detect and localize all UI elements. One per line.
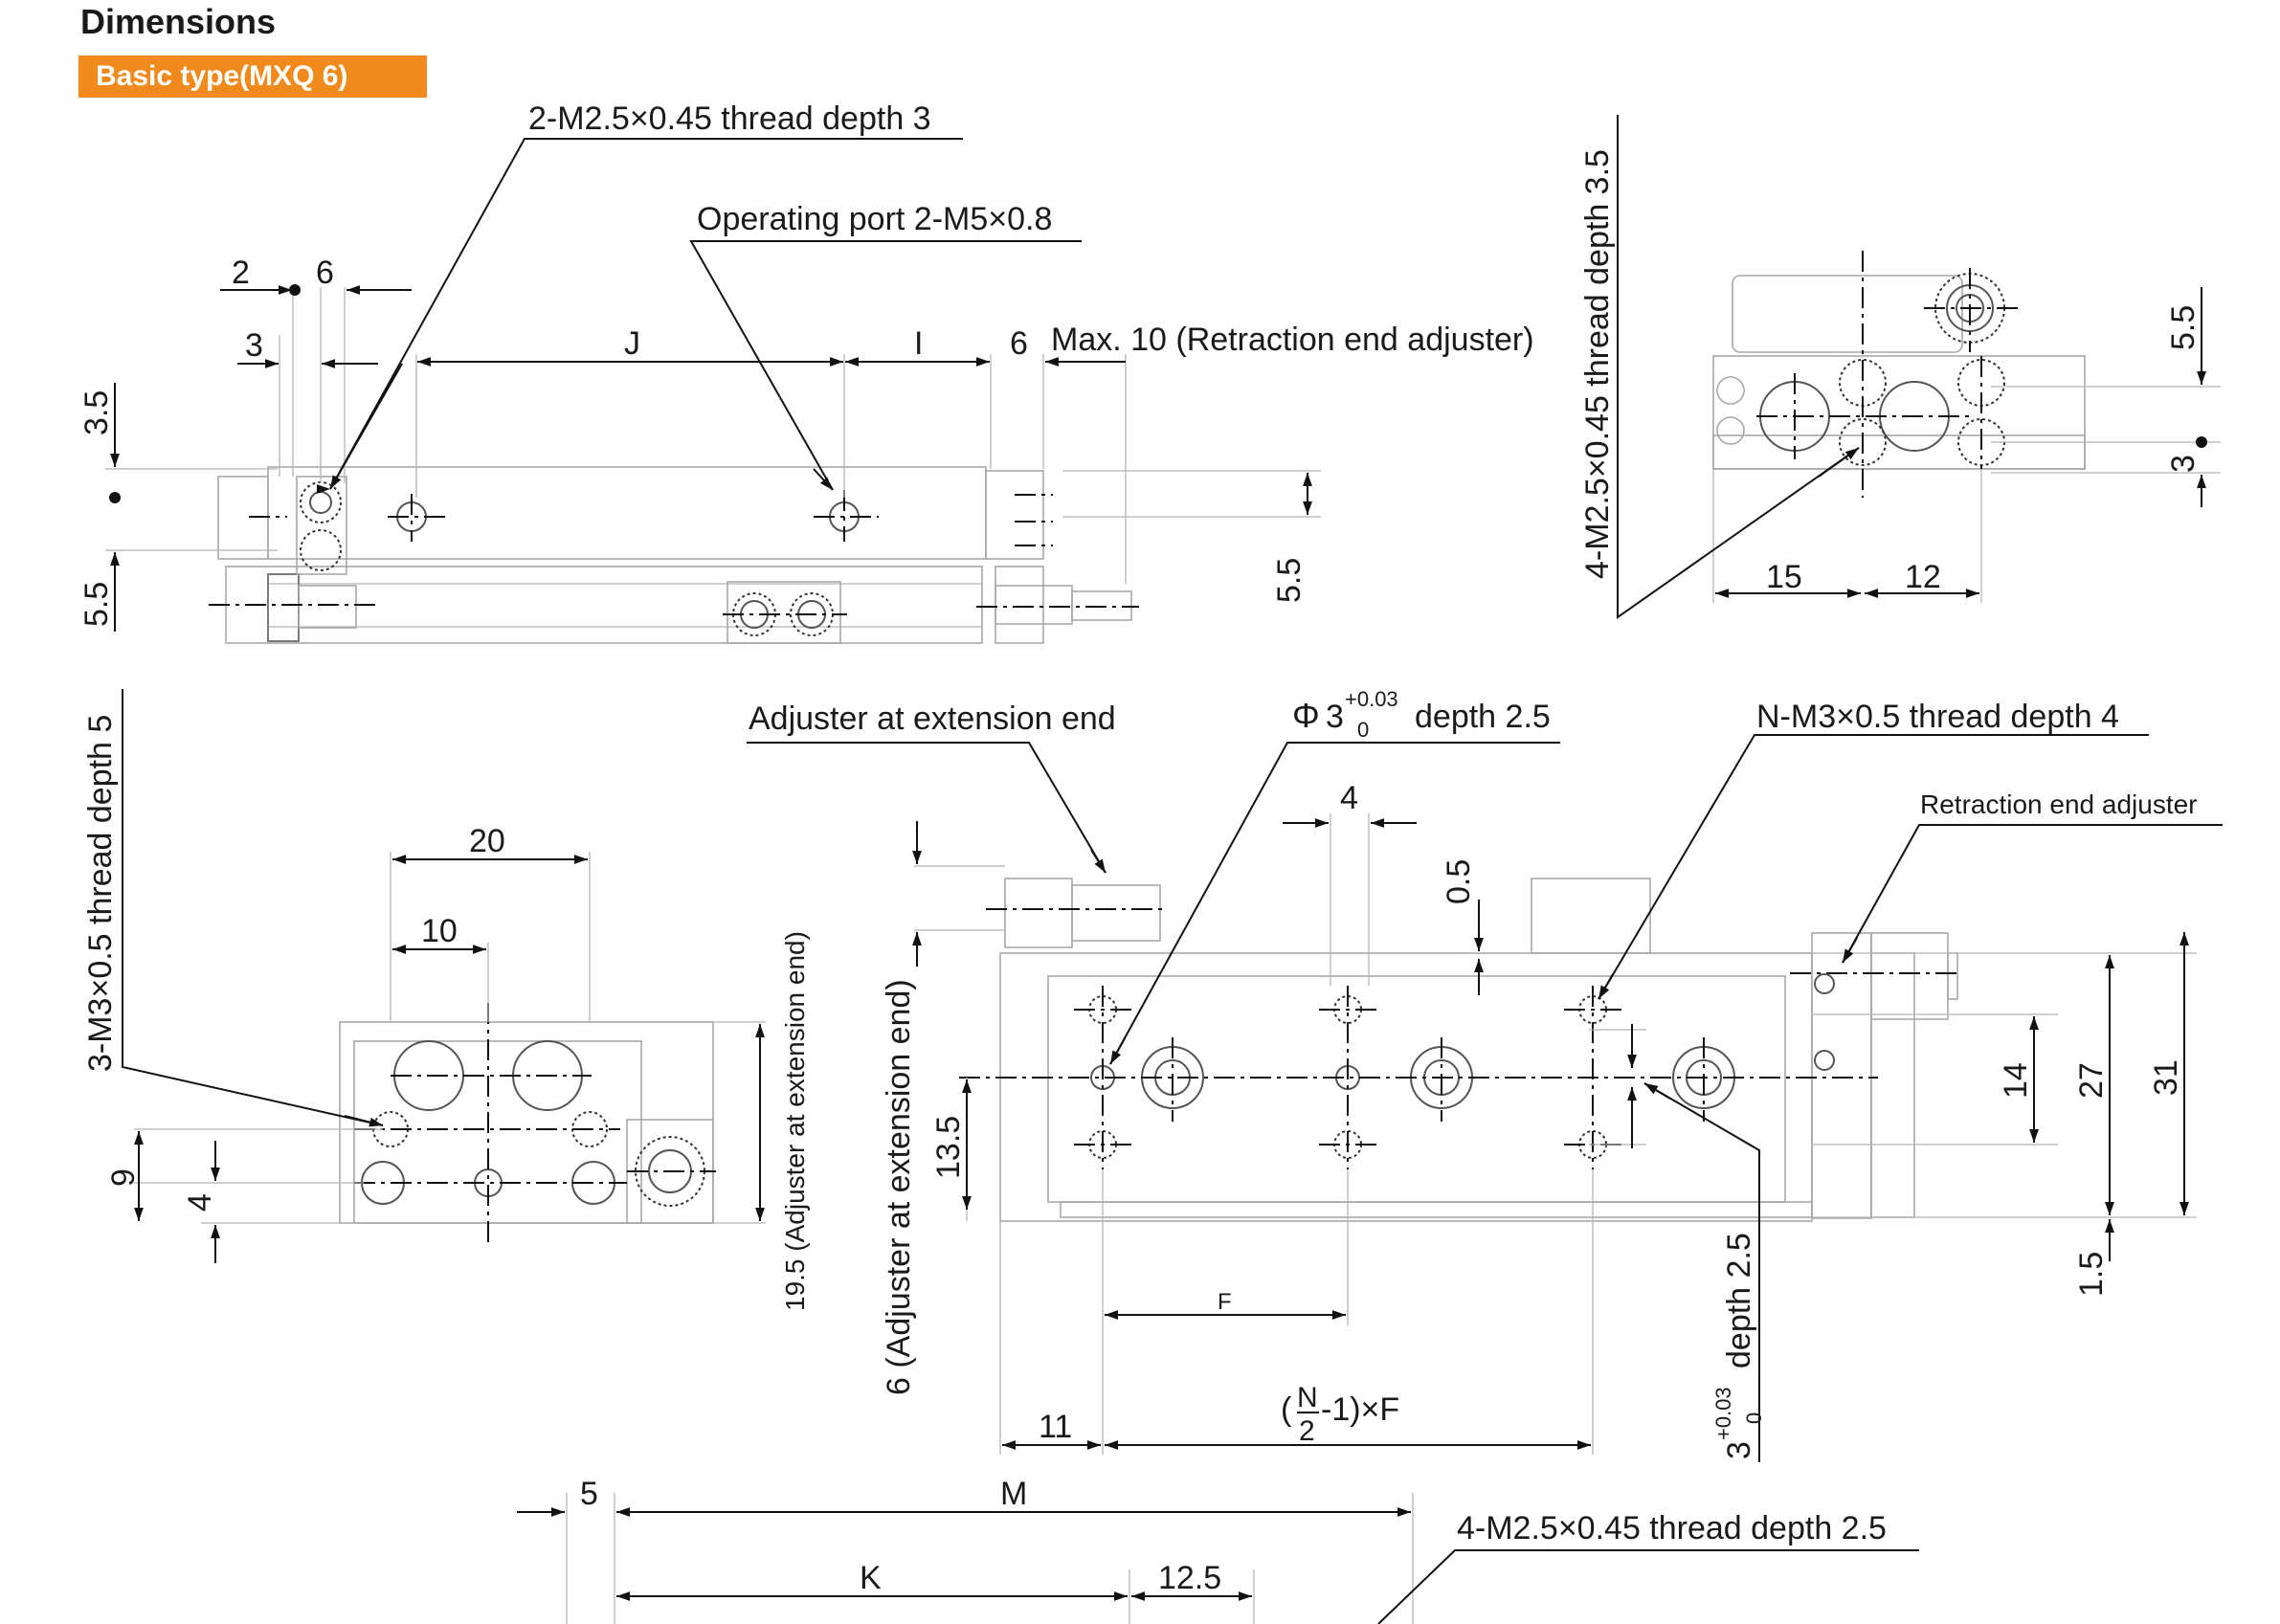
left-dim-19-5: 19.5 (Adjuster at extension end) <box>780 931 810 1311</box>
pitch-2: 2 <box>1299 1415 1315 1447</box>
front-view: Adjuster at extension end Φ 3 +0.03 0 de… <box>747 687 2223 1462</box>
pitch-n: N <box>1297 1382 1318 1413</box>
front-dim-31: 31 <box>2148 1059 2184 1096</box>
right-dim-3: 3 <box>2165 455 2202 473</box>
front-dim-1-5: 1.5 <box>2073 1252 2110 1297</box>
front-dim-4: 4 <box>1340 780 1358 816</box>
slot-tol-lower: 0 <box>1742 1413 1766 1424</box>
top-dim-6b: 6 <box>1010 325 1028 362</box>
front-retraction-callout: Retraction end adjuster <box>1920 790 2198 819</box>
top-dim-3: 3 <box>245 327 263 364</box>
left-thread-callout: 3-M3×0.5 thread depth 5 <box>82 715 119 1072</box>
front-dim-27: 27 <box>2073 1062 2110 1099</box>
phi-depth: depth 2.5 <box>1415 699 1551 735</box>
top-thread-callout: 2-M2.5×0.45 thread depth 3 <box>528 100 931 137</box>
top-dim-5-5-left: 5.5 <box>78 582 115 627</box>
left-end-view: 3-M3×0.5 thread depth 5 20 10 9 4 19.5 (… <box>82 689 810 1311</box>
pitch-rest: -1)×F <box>1321 1391 1399 1428</box>
right-dim-12: 12 <box>1905 559 1941 595</box>
left-dim-9: 9 <box>105 1168 142 1187</box>
top-max-adjuster: Max. 10 (Retraction end adjuster) <box>1051 322 1534 358</box>
model-badge: Basic type(MXQ 6) <box>78 56 427 98</box>
top-dim-5-5-right: 5.5 <box>1271 558 1308 603</box>
bottom-thread-callout: 4-M2.5×0.45 thread depth 2.5 <box>1457 1510 1887 1546</box>
phi-symbol: Φ <box>1292 696 1320 735</box>
right-thread-callout: 4-M2.5×0.45 thread depth 3.5 <box>1579 149 1616 579</box>
front-dim-0-5: 0.5 <box>1441 859 1477 904</box>
front-n-thread-callout: N-M3×0.5 thread depth 4 <box>1756 699 2119 735</box>
bottom-dim-5: 5 <box>580 1476 598 1512</box>
front-dim-6-adj: 6 (Adjuster at extension end) <box>881 979 917 1395</box>
slot-depth: depth 2.5 <box>1721 1233 1757 1368</box>
top-dim-i: I <box>914 325 923 362</box>
top-view: 2-M2.5×0.45 thread depth 3 Operating por… <box>78 100 1534 644</box>
front-dim-14: 14 <box>1998 1062 2034 1099</box>
pitch-open: ( <box>1281 1391 1292 1428</box>
front-dim-f: F <box>1218 1289 1232 1315</box>
front-adjuster-ext-callout: Adjuster at extension end <box>749 701 1116 737</box>
bottom-dim-12-5: 12.5 <box>1158 1560 1221 1596</box>
left-dim-10: 10 <box>421 913 458 949</box>
top-dim-6a: 6 <box>316 255 334 291</box>
right-dim-5-5: 5.5 <box>2165 305 2202 350</box>
bottom-dim-m: M <box>1000 1476 1027 1512</box>
right-dim-15: 15 <box>1766 559 1802 595</box>
slot-tol-upper: +0.03 <box>1711 1387 1735 1440</box>
top-end-cap-right <box>985 470 1044 560</box>
phi-value: 3 <box>1326 699 1344 735</box>
phi-tol-lower: 0 <box>1357 718 1369 742</box>
slot-value: 3 <box>1721 1441 1757 1459</box>
right-end-view: 4-M2.5×0.45 thread depth 3.5 5.5 3 15 12 <box>1579 115 2221 619</box>
left-dim-20: 20 <box>469 823 505 859</box>
top-dim-2: 2 <box>232 255 250 291</box>
front-dim-13-5: 13.5 <box>930 1116 967 1179</box>
top-dim-j: J <box>624 325 640 362</box>
phi-tol-upper: +0.03 <box>1345 687 1398 711</box>
page-title: Dimensions <box>80 2 277 41</box>
front-dim-11: 11 <box>1039 1409 1072 1445</box>
bottom-dim-k: K <box>860 1560 882 1596</box>
top-rail <box>225 566 983 644</box>
top-port-callout: Operating port 2-M5×0.8 <box>697 201 1052 237</box>
top-body <box>267 466 987 560</box>
bottom-view: 5 M K 12.5 4-M2.5×0.45 thread depth 2.5 <box>517 1476 1919 1624</box>
left-dim-4: 4 <box>182 1193 218 1212</box>
top-dim-3-5: 3.5 <box>78 390 115 435</box>
